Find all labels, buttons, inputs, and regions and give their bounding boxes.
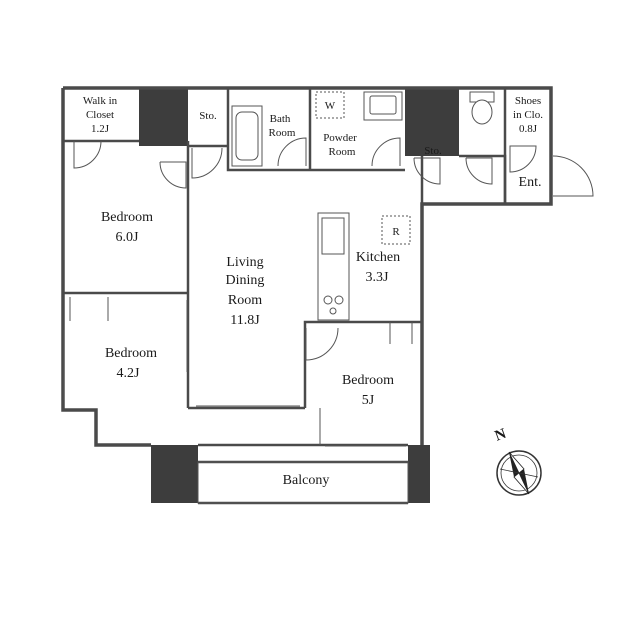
kitchen-sink <box>321 217 345 255</box>
ldk-size: 11.8J <box>230 313 260 328</box>
bedroom-1-size: 6.0J <box>116 230 140 245</box>
ldk-label-3: Room <box>228 293 262 308</box>
door-shoes <box>509 145 537 173</box>
bedroom-3-size: 5J <box>362 393 375 408</box>
stove-burner-1 <box>323 295 333 305</box>
balcony-label: Balcony <box>283 473 330 488</box>
closet-doors-bedroom3 <box>389 322 413 344</box>
door-closet <box>73 140 102 169</box>
shoes-closet-label-1: Shoes <box>515 95 541 107</box>
door-bedroom3 <box>305 327 339 361</box>
washer-label: W <box>325 100 336 112</box>
ldk-label-1: Living <box>226 255 263 270</box>
bedroom-2-size: 4.2J <box>117 366 141 381</box>
walk-in-closet-label-1: Walk in <box>83 95 118 107</box>
pillar-top-middle <box>405 88 459 156</box>
bath-room-label-2: Room <box>269 127 296 139</box>
bathtub-inner <box>235 111 259 161</box>
compass-icon <box>496 450 542 496</box>
stove-burner-2 <box>334 295 344 305</box>
door-bedroom1 <box>159 161 187 189</box>
compass-north-label: N <box>493 426 509 445</box>
powder-room-label-2: Room <box>329 146 356 158</box>
washer-space <box>315 91 345 119</box>
wall-bedroom3 <box>303 320 422 408</box>
pillar-bottom-right <box>408 445 430 503</box>
door-entrance <box>552 155 594 197</box>
closet-doors-bedroom2 <box>69 297 109 321</box>
bedroom-3-label: Bedroom <box>342 373 394 388</box>
pillar-top-left <box>139 88 188 146</box>
toilet-bowl <box>471 99 493 125</box>
entrance-label: Ent. <box>519 175 542 190</box>
kitchen-size: 3.3J <box>366 270 390 285</box>
wall-toilet <box>459 154 507 204</box>
outer-wall-top-right <box>63 86 553 445</box>
storage-2-label: Sto. <box>424 145 442 157</box>
fridge-space <box>381 215 411 245</box>
powder-basin <box>369 95 397 115</box>
shoes-closet-label-3: 0.8J <box>519 123 538 135</box>
walk-in-closet-label-2: Closet <box>86 109 114 121</box>
bedroom-1-label: Bedroom <box>101 210 153 225</box>
fridge-label: R <box>392 226 400 238</box>
storage-1-label: Sto. <box>199 110 217 122</box>
shoes-closet-label-2: in Clo. <box>513 109 543 121</box>
kitchen-label: Kitchen <box>356 250 400 265</box>
door-bath <box>277 137 307 167</box>
bedroom-2-label: Bedroom <box>105 346 157 361</box>
bath-room-label-1: Bath <box>270 113 291 125</box>
door-powder <box>371 137 401 167</box>
powder-room-label-1: Powder <box>323 132 357 144</box>
door-storage <box>191 147 223 179</box>
stove-burner-3 <box>329 307 337 315</box>
ldk-label-2: Dining <box>226 273 265 288</box>
door-storage-2 <box>413 157 441 185</box>
pillar-bottom-left <box>151 445 198 503</box>
balcony-area <box>197 461 409 504</box>
wall-bath-block <box>226 88 405 172</box>
door-toilet <box>465 157 493 185</box>
walk-in-closet-label-3: 1.2J <box>91 123 110 135</box>
outer-wall-left <box>61 88 151 447</box>
